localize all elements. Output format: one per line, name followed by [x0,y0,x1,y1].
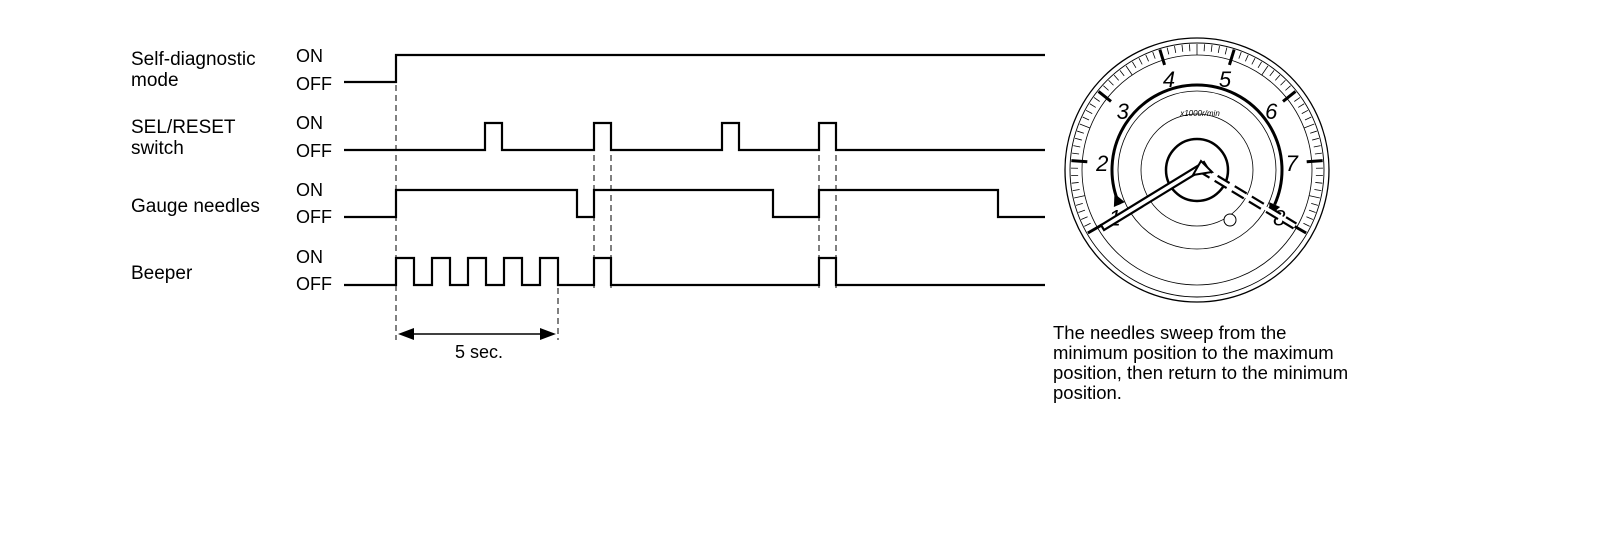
gauge-needles-waveform [344,188,1045,219]
gauge-unit-label: x1000r/min [1179,109,1220,118]
sweep-arc [1110,83,1284,206]
self-diagnostic-waveform [344,53,1045,84]
minor-tick [1125,65,1133,76]
signal-label-beeper: Beeper [131,263,193,284]
minor-tick [1261,65,1269,76]
major-tick [1071,159,1088,164]
minor-tick [1303,222,1310,227]
gauge-scale-number: 2 [1095,151,1108,176]
signal-label-gauge-needles: Gauge needles [131,196,260,217]
duration-label: 5 sec. [455,342,504,362]
minor-tick [1119,70,1125,77]
minor-tick [1074,195,1085,199]
minor-tick [1072,152,1080,155]
major-tick [1158,49,1167,66]
minor-tick [1152,51,1156,59]
minor-tick [1084,222,1091,227]
signal-label-sel-reset: SEL/RESET switch [131,117,236,159]
minor-tick [1312,137,1320,141]
minor-tick [1174,45,1177,53]
minor-tick [1085,109,1093,114]
minor-tick [1166,47,1170,55]
minor-tick [1274,74,1281,81]
minor-tick [1311,202,1319,206]
duration-dimension-arrow [398,328,556,340]
minor-tick [1308,209,1316,213]
on-label: ON [296,46,323,66]
major-tick [1087,223,1103,235]
minor-tick [1072,189,1080,192]
minor-tick [1103,85,1109,91]
minor-tick [1301,109,1309,114]
minor-tick [1280,79,1286,86]
minor-tick [1113,74,1120,81]
arrowhead [1113,193,1125,208]
minor-tick [1238,51,1242,59]
major-tick [1097,90,1112,103]
minor-tick [1078,209,1086,213]
minor-tick [1132,61,1137,69]
minor-tick [1298,103,1305,108]
major-tick [1227,49,1236,66]
minor-tick [1245,54,1249,62]
minor-tick [1294,97,1301,102]
off-label: OFF [296,207,332,227]
major-tick [1306,159,1323,164]
minor-tick [1309,195,1320,199]
minor-tick [1075,202,1083,206]
on-label: ON [296,247,323,267]
minor-tick [1303,123,1315,129]
minor-tick [1080,216,1088,220]
needle-hub [1191,159,1215,177]
needle-minimum [1102,163,1206,229]
gauge-scale-number: 4 [1163,67,1175,92]
off-label: OFF [296,274,332,294]
minor-tick [1304,116,1312,121]
minor-tick [1145,54,1149,62]
gauge-scale-number: 5 [1219,67,1232,92]
gauge-scale-number: 6 [1265,99,1278,124]
minor-tick [1314,152,1322,155]
minor-tick [1285,85,1291,91]
gauge-caption: The needles sweep from the minimum posit… [1053,322,1349,403]
off-label: OFF [296,141,332,161]
tachometer-gauge: 12345678 x1000r/min [1064,37,1330,303]
minor-tick [1138,57,1143,65]
beeper-waveform [344,256,1045,287]
minor-tick [1217,45,1220,53]
minor-tick [1257,61,1262,69]
minor-tick [1077,130,1084,134]
minor-tick [1082,116,1090,121]
minor-tick [1089,103,1096,108]
minor-tick [1210,44,1213,52]
on-label: ON [296,180,323,200]
needle-maximum [1198,166,1296,228]
minor-tick [1269,70,1275,77]
off-label: OFF [296,74,332,94]
major-tick [1282,90,1297,103]
minor-tick [1306,216,1314,220]
minor-tick [1310,130,1317,134]
minor-tick [1313,145,1321,148]
minor-tick [1314,189,1322,192]
minor-tick [1079,123,1091,129]
minor-tick [1181,44,1184,52]
signal-label-self-diagnostic: Self-diagnostic mode [131,49,256,91]
minor-tick [1224,47,1228,55]
gauge-scale-number: 3 [1117,99,1130,124]
minor-tick [1071,182,1079,184]
minor-tick [1315,182,1323,184]
minor-tick [1093,97,1100,102]
gauge-scale-number: 7 [1286,151,1299,176]
minor-tick [1074,137,1082,141]
minor-tick [1108,79,1114,86]
sel-reset-waveform [344,121,1045,152]
minor-tick [1251,57,1256,65]
minor-tick [1073,145,1081,148]
on-label: ON [296,113,323,133]
